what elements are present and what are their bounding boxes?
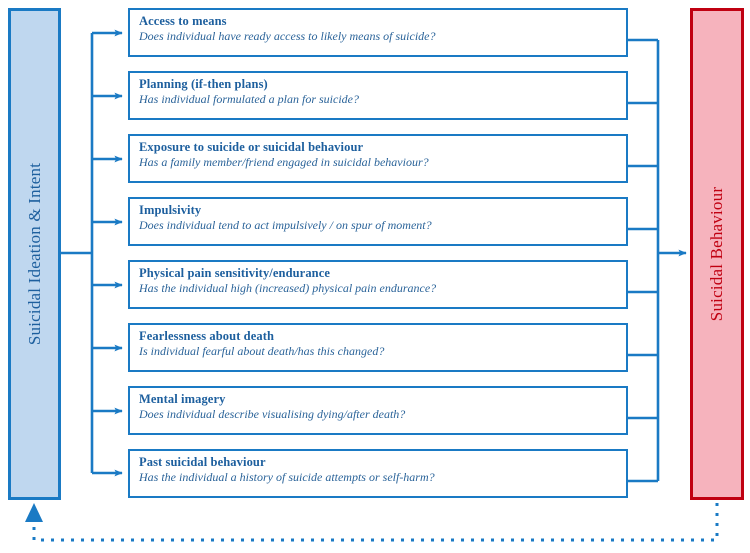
factor-box-planning: Planning (if-then plans) Has individual …: [128, 71, 628, 120]
node-label-ideation: Suicidal Ideation & Intent: [24, 162, 44, 346]
factor-title: Impulsivity: [139, 203, 202, 217]
wire-feedback-arrowhead: [25, 503, 43, 522]
wire-feedback-dotted: [32, 503, 719, 542]
factor-title: Fearlessness about death: [139, 329, 275, 343]
factor-title: Exposure to suicide or suicidal behaviou…: [139, 140, 364, 154]
factor-title: Access to means: [139, 14, 227, 28]
factor-question: Is individual fearful about death/has th…: [139, 344, 385, 358]
factor-question: Does individual describe visualising dyi…: [139, 407, 406, 421]
factor-question: Does individual tend to act impulsively …: [139, 218, 432, 232]
node-suicidal-behaviour: Suicidal Behaviour: [690, 8, 744, 500]
factor-question: Does individual have ready access to lik…: [139, 29, 436, 43]
factor-question: Has the individual high (increased) phys…: [139, 281, 437, 295]
factor-title: Planning (if-then plans): [139, 77, 268, 91]
factor-box-access-to-means: Access to means Does individual have rea…: [128, 8, 628, 57]
factor-box-fearlessness-about-death: Fearlessness about death Is individual f…: [128, 323, 628, 372]
factor-question: Has individual formulated a plan for sui…: [139, 92, 359, 106]
factor-question: Has the individual a history of suicide …: [139, 470, 435, 484]
node-label-behaviour: Suicidal Behaviour: [707, 186, 726, 322]
factor-title: Past suicidal behaviour: [139, 455, 266, 469]
factor-box-exposure-to-suicide: Exposure to suicide or suicidal behaviou…: [128, 134, 628, 183]
factor-box-impulsivity: Impulsivity Does individual tend to act …: [128, 197, 628, 246]
factor-question: Has a family member/friend engaged in su…: [139, 155, 429, 169]
node-suicidal-ideation-and-intent: Suicidal Ideation & Intent: [8, 8, 61, 500]
factor-box-past-suicidal-behaviour: Past suicidal behaviour Has the individu…: [128, 449, 628, 498]
factor-box-mental-imagery: Mental imagery Does individual describe …: [128, 386, 628, 435]
factor-title: Mental imagery: [139, 392, 226, 406]
factor-title: Physical pain sensitivity/endurance: [139, 266, 331, 280]
factor-box-physical-pain-sensitivity: Physical pain sensitivity/endurance Has …: [128, 260, 628, 309]
